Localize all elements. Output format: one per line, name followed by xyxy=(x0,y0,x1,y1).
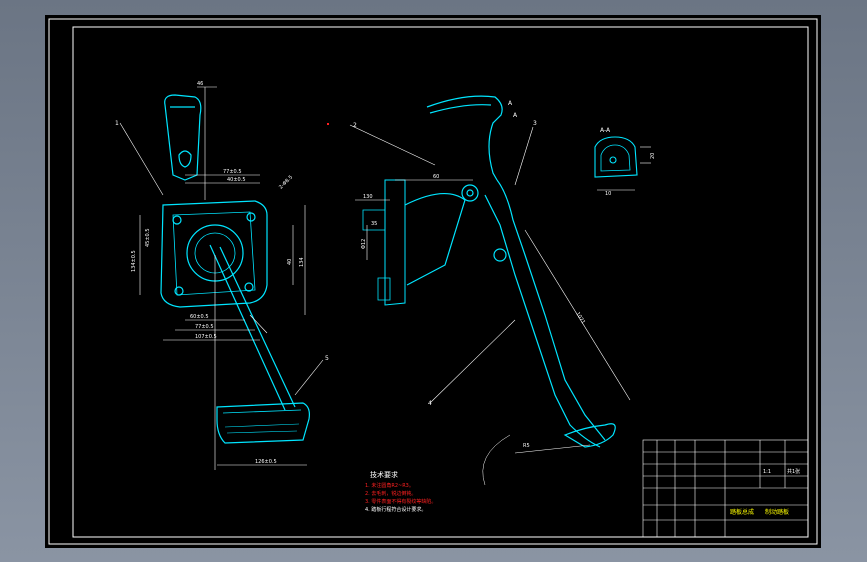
dim-46: 46 xyxy=(197,81,203,87)
title-block-sheet: 共1张 xyxy=(787,468,800,475)
note-2: 2. 去毛刺，锐边倒钝。 xyxy=(365,490,416,497)
inner-frame xyxy=(72,26,809,538)
dim-40: 40±0.5 xyxy=(227,177,246,183)
outer-frame xyxy=(48,18,818,545)
dim-60b: 60 xyxy=(433,174,439,180)
front-view-dimensions xyxy=(119,86,324,470)
side-view-dimensions xyxy=(349,124,631,486)
dim-35: 35 xyxy=(371,221,377,227)
front-view xyxy=(160,94,310,444)
notes-title: 技术要求 xyxy=(370,470,398,479)
dim-2phi: 2-Φ8.5 xyxy=(278,174,294,190)
section-label: A-A xyxy=(600,127,611,134)
marker-dot xyxy=(327,123,329,125)
section-dimensions xyxy=(597,146,651,191)
section-a-a xyxy=(594,136,638,178)
dim-77: 77±0.5 xyxy=(223,169,242,175)
part-number-2: 2 xyxy=(353,122,357,129)
title-block-title: 踏板总成 xyxy=(730,508,754,516)
dim-10: 10 xyxy=(605,191,611,197)
cad-drawing: A-A A A 1 2 3 4 5 46 77±0.5 40±0.5 2-Φ8.… xyxy=(48,18,818,545)
title-block-scale: 1:1 xyxy=(763,469,771,475)
dim-45: 45±0.5 xyxy=(145,228,151,247)
note-3: 3. 零件表面不得有裂纹等缺陷。 xyxy=(365,498,436,505)
dim-107: 107±0.5 xyxy=(195,334,217,340)
title-block xyxy=(642,439,809,538)
view-mark-a1: A xyxy=(508,100,513,107)
dim-20: 20 xyxy=(650,153,656,159)
dim-126: 126±0.5 xyxy=(255,459,277,465)
dim-40b: 40 xyxy=(287,259,293,265)
part-number-5: 5 xyxy=(325,355,329,362)
labels: A-A A A 1 2 3 4 5 46 77±0.5 40±0.5 2-Φ8.… xyxy=(115,81,800,516)
cad-viewport[interactable]: A-A A A 1 2 3 4 5 46 77±0.5 40±0.5 2-Φ8.… xyxy=(45,15,821,548)
dim-r5: R5 xyxy=(523,443,530,449)
part-number-3: 3 xyxy=(533,120,537,127)
dim-77b: 77±0.5 xyxy=(195,324,214,330)
view-mark-a2: A xyxy=(513,112,518,119)
part-number-1: 1 xyxy=(115,120,119,127)
dim-130: 130 xyxy=(363,194,373,200)
part-number-4: 4 xyxy=(428,400,432,407)
dim-phi12: Φ12 xyxy=(361,239,367,249)
dim-1071: 1071 xyxy=(574,311,586,325)
note-4: 4. 踏板行程符合设计要求。 xyxy=(365,506,426,513)
dim-134: 134±0.5 xyxy=(131,250,137,272)
title-block-company: 制动踏板 xyxy=(765,508,789,516)
dim-60: 60±0.5 xyxy=(190,314,209,320)
dim-134b: 134 xyxy=(299,257,305,267)
note-1: 1. 未注圆角R2~R3。 xyxy=(365,482,414,489)
